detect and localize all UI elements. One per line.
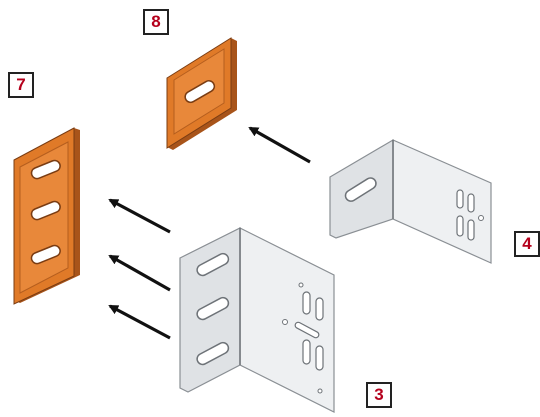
slot <box>467 193 475 213</box>
hole <box>478 215 484 221</box>
hole <box>298 282 304 288</box>
arrow <box>248 126 311 164</box>
bracket-4 <box>329 138 492 264</box>
arrow <box>108 198 171 234</box>
slot <box>196 296 230 321</box>
slot <box>467 219 475 241</box>
slot <box>294 321 320 339</box>
slot <box>30 159 61 180</box>
slot <box>456 215 464 237</box>
slot <box>315 345 324 371</box>
slot <box>302 291 311 315</box>
callout-3: 3 <box>366 382 392 408</box>
plate-8 <box>166 37 237 150</box>
callout-4: 4 <box>514 231 540 257</box>
slot <box>184 80 216 104</box>
slot <box>196 252 230 277</box>
slot <box>196 341 230 366</box>
slot <box>302 339 311 365</box>
callout-7: 7 <box>8 72 34 98</box>
arrow <box>108 304 171 340</box>
callout-8: 8 <box>143 9 169 35</box>
arrow <box>108 254 171 292</box>
slot <box>315 297 324 321</box>
bracket-3 <box>179 227 335 413</box>
plate-7 <box>13 127 80 305</box>
hole <box>317 388 323 394</box>
slot <box>344 177 377 202</box>
slot <box>30 244 61 265</box>
slot <box>456 189 464 209</box>
slot <box>30 200 61 221</box>
hole <box>282 319 288 325</box>
